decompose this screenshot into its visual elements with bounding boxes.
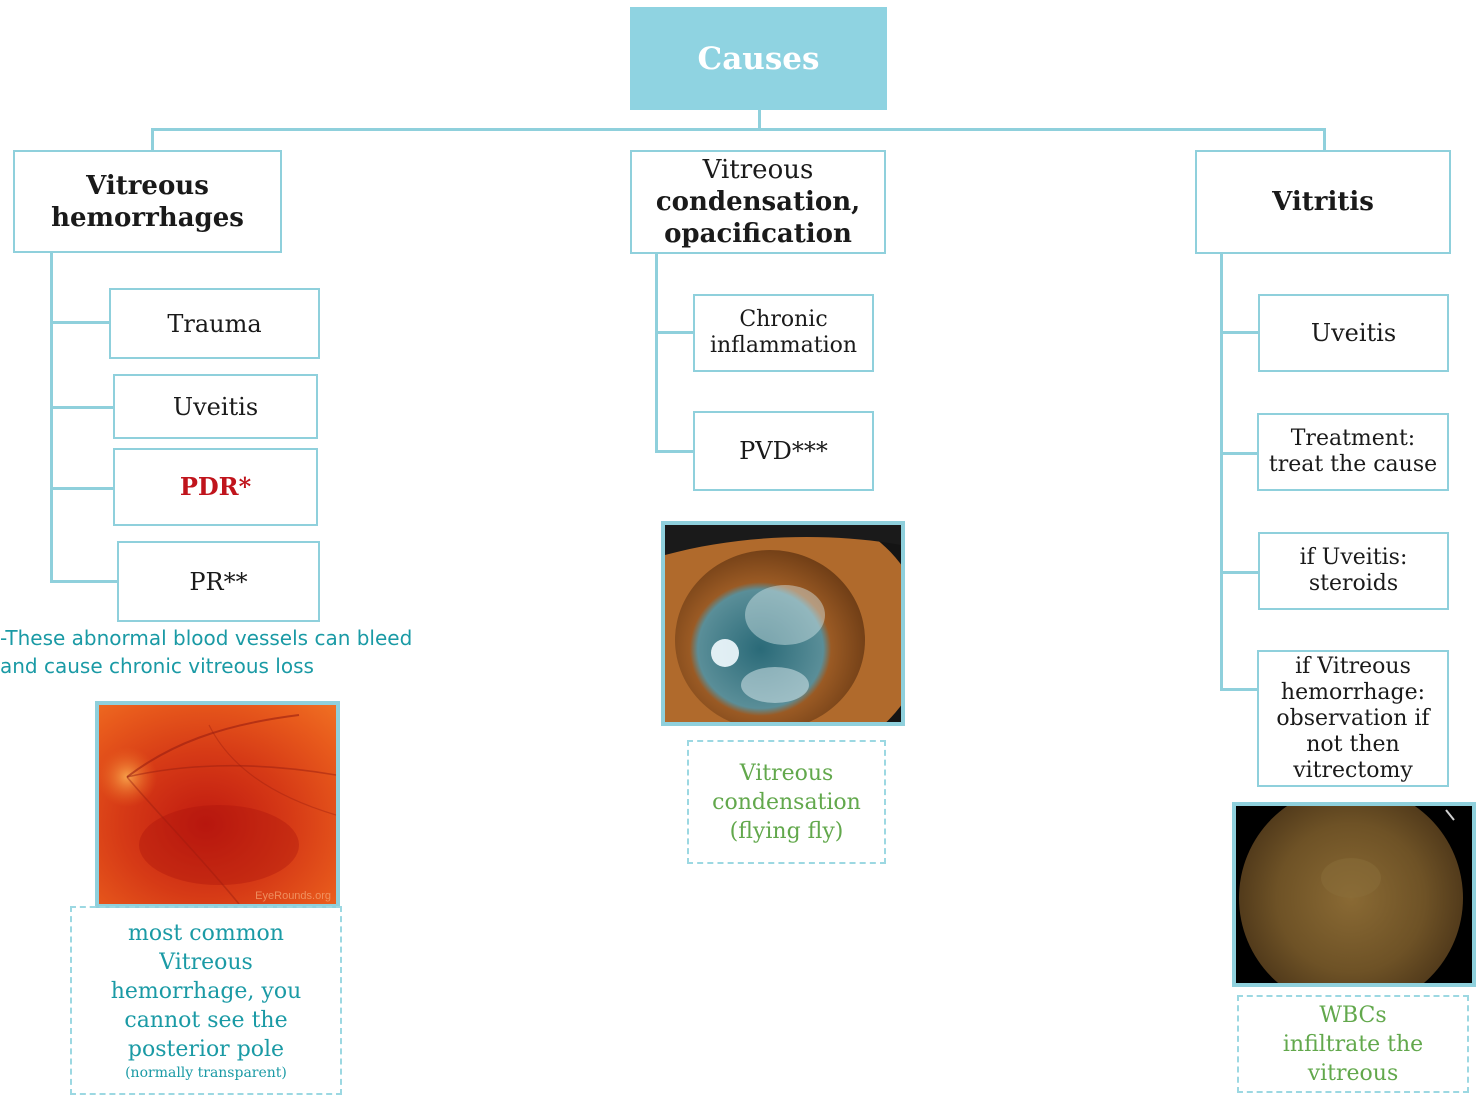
branch-header-title: Vitreous hemorrhages xyxy=(51,170,244,233)
item-if-uveitis-steroids: if Uveitis: steroids xyxy=(1258,532,1449,610)
connector-left-tick xyxy=(50,580,120,583)
caption-vitreous-condensation: Vitreous condensation (flying fly) xyxy=(687,740,886,864)
note-abnormal-vessels: -These abnormal blood vessels can bleed … xyxy=(0,624,412,680)
caption-text: Vitreous condensation (flying fly) xyxy=(712,760,861,844)
item-pvd: PVD*** xyxy=(693,411,874,491)
branch-header-title: Vitritis xyxy=(1272,187,1374,217)
connector-left-drop xyxy=(151,128,154,152)
item-treatment: Treatment: treat the cause xyxy=(1257,413,1449,491)
eye-opacification-graphic xyxy=(665,525,901,722)
branch-header-vitreous-condensation: Vitreous condensation, opacification xyxy=(630,150,886,254)
item-if-vitreous-hemorrhage: if Vitreous hemorrhage: observation if n… xyxy=(1257,650,1449,787)
image-watermark: EyeRounds.org xyxy=(255,890,331,902)
fundus-hemorrhage-image: EyeRounds.org xyxy=(95,701,340,908)
caption-text: WBCs infiltrate the vitreous xyxy=(1282,1002,1424,1086)
root-node-causes: Causes xyxy=(630,7,887,110)
item-uveitis-vitritis: Uveitis xyxy=(1258,294,1449,372)
item-uveitis: Uveitis xyxy=(113,374,318,439)
caption-small-text: (normally transparent) xyxy=(125,1065,287,1081)
item-pdr: PDR* xyxy=(113,448,318,526)
item-trauma: Trauma xyxy=(109,288,320,359)
connector-left-tick xyxy=(50,487,116,490)
caption-most-common: most common Vitreous hemorrhage, you can… xyxy=(70,906,342,1095)
note-line: and cause chronic vitreous loss xyxy=(0,654,314,678)
connector-middle-spine xyxy=(655,252,658,452)
note-line: -These abnormal blood vessels can bleed xyxy=(0,626,413,650)
branch-header-vitreous-hemorrhages: Vitreous hemorrhages xyxy=(13,150,282,253)
connector-left-tick xyxy=(50,406,116,409)
connector-right-tick xyxy=(1220,331,1261,334)
caption-text: most common Vitreous hemorrhage, you can… xyxy=(110,921,302,1062)
connector-top-horizontal xyxy=(151,128,1325,131)
connector-root-stem xyxy=(758,108,761,130)
connector-right-tick xyxy=(1220,571,1260,574)
eye-opacification-image xyxy=(661,521,905,726)
fundus-vitritis-graphic xyxy=(1236,806,1472,983)
branch-header-vitritis: Vitritis xyxy=(1195,150,1451,254)
connector-right-tick xyxy=(1220,688,1258,691)
connector-right-spine xyxy=(1220,252,1223,690)
item-chronic-inflammation: Chronic inflammation xyxy=(693,294,874,372)
connector-middle-tick xyxy=(655,331,696,334)
item-pr: PR** xyxy=(117,541,320,622)
connector-right-tick xyxy=(1220,452,1260,455)
branch-header-title: condensation, opacification xyxy=(655,187,861,249)
connector-middle-tick xyxy=(655,450,696,453)
connector-left-tick xyxy=(50,321,112,324)
branch-header-pre: Vitreous xyxy=(702,155,814,185)
caption-wbcs: WBCs infiltrate the vitreous xyxy=(1237,995,1469,1093)
fundus-vitritis-image xyxy=(1232,802,1476,987)
fundus-hemorrhage-graphic: EyeRounds.org xyxy=(99,705,336,904)
connector-left-spine xyxy=(50,252,53,583)
connector-right-drop xyxy=(1323,128,1326,152)
